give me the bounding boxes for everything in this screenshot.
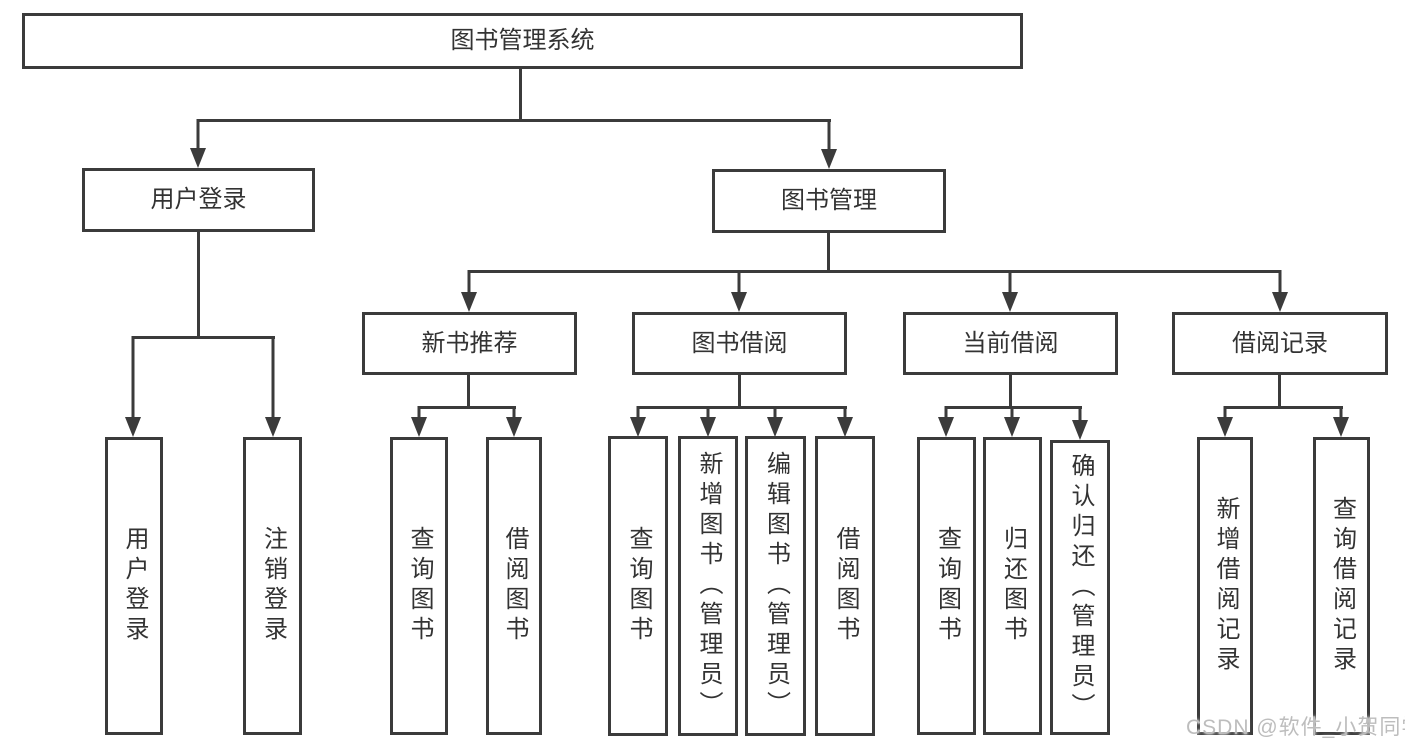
node-borrow-records: 借阅记录 — [1172, 312, 1388, 375]
node-borrow-query-books: 查询图书 — [608, 436, 668, 736]
connector-borrow-records-split — [1224, 406, 1343, 409]
connector-user-login-split — [132, 336, 275, 339]
node-borrow-records-label: 借阅记录 — [1232, 329, 1328, 357]
node-current-borrow-label: 当前借阅 — [962, 329, 1059, 357]
arrow-to-book-borrow — [730, 270, 748, 312]
arrow-to-borrow-add-books — [699, 406, 717, 437]
node-newrec-borrow-books-label: 借阅图书 — [501, 526, 528, 646]
connector-new-book-rec-split — [418, 406, 516, 409]
node-records-query-record-label: 查询借阅记录 — [1328, 496, 1356, 676]
arrow-to-current-return-books — [1003, 406, 1021, 437]
arrow-to-records-add-record — [1216, 406, 1234, 437]
node-user-login: 用户登录 — [82, 168, 315, 232]
watermark-text: CSDN @软件_小贺同学 — [1186, 716, 1405, 739]
node-borrow-borrow-books: 借阅图书 — [815, 436, 875, 736]
node-book-mgmt-label: 图书管理 — [781, 187, 877, 214]
arrow-to-user-login — [189, 119, 207, 168]
connector-book-mgmt-stem — [827, 233, 830, 273]
node-user-login-action: 用户登录 — [105, 437, 163, 735]
arrow-to-borrow-records — [1271, 270, 1289, 312]
node-book-mgmt: 图书管理 — [712, 169, 946, 233]
node-newrec-query-books-label: 查询图书 — [406, 526, 433, 646]
node-book-borrow-label: 图书借阅 — [691, 329, 788, 357]
node-records-add-record: 新增借阅记录 — [1197, 437, 1253, 735]
arrow-to-current-confirm-return — [1071, 406, 1089, 440]
node-borrow-edit-books-label: 编辑图书（管理员） — [762, 451, 790, 721]
arrow-to-newrec-query-books — [410, 406, 428, 437]
node-borrow-add-books-label: 新增图书（管理员） — [695, 451, 722, 721]
connector-book-borrow-stem — [738, 375, 741, 409]
node-newrec-borrow-books: 借阅图书 — [486, 437, 542, 735]
connector-root-stem — [519, 68, 522, 122]
node-current-return-books-label: 归还图书 — [999, 526, 1027, 646]
node-borrow-add-books: 新增图书（管理员） — [678, 436, 738, 736]
arrow-to-book-mgmt — [820, 119, 838, 169]
arrow-to-new-book-rec — [460, 270, 478, 312]
connector-book-borrow-split — [637, 406, 847, 409]
arrow-to-user-login-action — [124, 336, 142, 437]
node-current-confirm-return: 确认归还（管理员） — [1050, 440, 1110, 735]
node-records-query-record: 查询借阅记录 — [1313, 437, 1370, 735]
node-borrow-edit-books: 编辑图书（管理员） — [745, 436, 806, 736]
arrow-to-records-query-record — [1332, 406, 1350, 437]
node-new-book-rec-label: 新书推荐 — [421, 329, 518, 357]
node-book-borrow: 图书借阅 — [632, 312, 847, 375]
arrow-to-borrow-query-books — [629, 406, 647, 437]
node-records-add-record-label: 新增借阅记录 — [1212, 496, 1239, 676]
node-root-label: 图书管理系统 — [450, 27, 595, 54]
arrow-to-current-query-books — [937, 406, 955, 437]
node-new-book-rec: 新书推荐 — [362, 312, 577, 375]
node-logout-action: 注销登录 — [243, 437, 302, 735]
connector-borrow-records-stem — [1278, 375, 1281, 409]
connector-new-book-rec-stem — [467, 375, 470, 409]
connector-book-mgmt-split — [468, 270, 1281, 273]
node-current-query-books: 查询图书 — [917, 437, 976, 735]
node-user-login-action-label: 用户登录 — [121, 526, 148, 646]
arrow-to-borrow-borrow-books — [836, 406, 854, 437]
node-newrec-query-books: 查询图书 — [390, 437, 448, 735]
node-current-return-books: 归还图书 — [983, 437, 1042, 735]
node-current-confirm-return-label: 确认归还（管理员） — [1067, 452, 1094, 723]
arrow-to-current-borrow — [1001, 270, 1019, 312]
node-borrow-borrow-books-label: 借阅图书 — [832, 526, 859, 646]
arrow-to-borrow-edit-books — [766, 406, 784, 437]
connector-user-login-stem — [197, 232, 200, 339]
node-logout-action-label: 注销登录 — [259, 526, 287, 646]
connector-root-split — [197, 119, 831, 122]
node-current-query-books-label: 查询图书 — [933, 526, 961, 646]
arrow-to-logout-action — [264, 336, 282, 437]
connector-current-borrow-stem — [1009, 375, 1012, 409]
node-borrow-query-books-label: 查询图书 — [625, 526, 652, 646]
arrow-to-newrec-borrow-books — [505, 406, 523, 437]
node-user-login-label: 用户登录 — [150, 186, 247, 213]
node-current-borrow: 当前借阅 — [903, 312, 1118, 375]
node-root: 图书管理系统 — [22, 13, 1023, 69]
